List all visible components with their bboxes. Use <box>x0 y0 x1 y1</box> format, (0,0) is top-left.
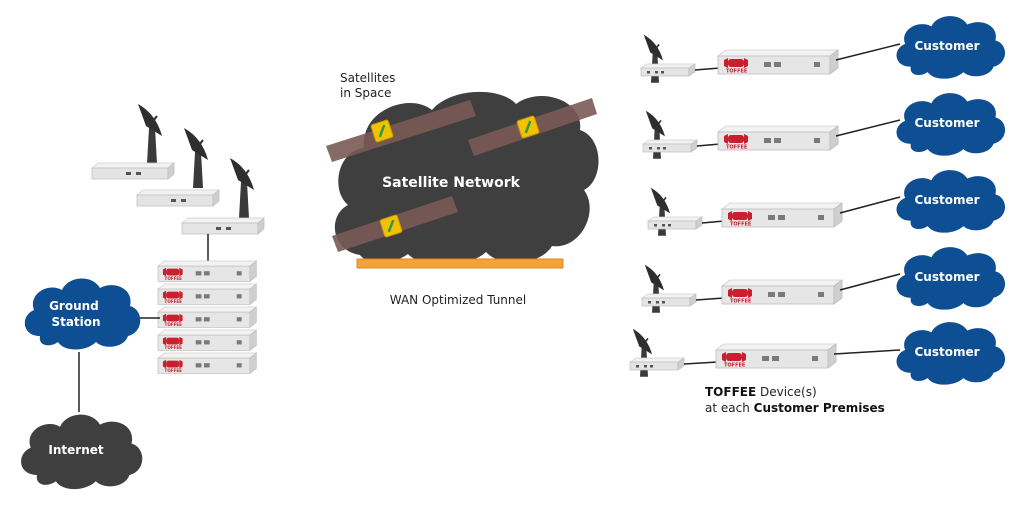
satellite-network-label: Satellite Network <box>382 175 521 191</box>
satellites-label-line2: in Space <box>340 86 391 100</box>
ground-station-cloud: Ground Station <box>24 278 141 350</box>
toffee-device-icon <box>157 352 257 374</box>
toffee-device-icon <box>157 329 257 351</box>
customer-label: Customer <box>914 39 979 53</box>
wan-tunnel-bar <box>356 258 564 269</box>
footer-line2-plain: at each <box>705 401 754 415</box>
toffee-device-icon <box>157 260 257 282</box>
internet-cloud: Internet <box>21 414 143 490</box>
customer-row: Customer <box>640 16 1006 84</box>
toffee-device-icon <box>721 279 843 305</box>
footer-line2-bold: Customer Premises <box>754 401 885 415</box>
customer-cloud: Customer <box>896 93 1006 156</box>
customer-row: Customer <box>629 322 1006 385</box>
footer-line1-rest: Device(s) <box>756 385 816 399</box>
toffee-device-icon <box>157 283 257 305</box>
satellite-dish-icon <box>229 157 255 219</box>
toffee-device-stack <box>157 260 257 374</box>
customer-row: Customer <box>647 170 1006 237</box>
customer-label: Customer <box>914 270 979 284</box>
toffee-device-icon <box>721 202 843 228</box>
customer-label: Customer <box>914 345 979 359</box>
customer-cloud: Customer <box>896 247 1006 310</box>
customer-row: Customer <box>642 93 1006 160</box>
customer-label: Customer <box>914 116 979 130</box>
footer-line1: TOFFEE Device(s) <box>705 385 817 399</box>
router-icon <box>640 63 696 77</box>
router-icon <box>136 189 220 207</box>
toffee-device-icon <box>715 343 837 369</box>
satellites-label-line1: Satellites <box>340 71 395 85</box>
svg-text:Ground Station: Ground Station <box>49 299 103 329</box>
customer-cloud: Customer <box>896 16 1006 79</box>
wan-label: WAN Optimized Tunnel <box>390 293 527 307</box>
router-icon <box>641 293 697 307</box>
router-icon <box>629 357 685 371</box>
ground-station-label-line2: Station <box>51 315 100 329</box>
ground-station-label-line1: Ground <box>49 299 99 313</box>
satellites-label: Satellites in Space <box>340 71 399 100</box>
customer-cloud: Customer <box>896 170 1006 233</box>
footer-line2: at each Customer Premises <box>705 401 885 415</box>
customer-label: Customer <box>914 193 979 207</box>
footer-line1-bold: TOFFEE <box>705 385 756 399</box>
satellite-dish-icon <box>183 127 209 189</box>
router-icon <box>181 217 265 235</box>
satellite-dish-icon <box>137 103 163 165</box>
internet-label: Internet <box>48 443 103 457</box>
router-icon <box>642 139 698 153</box>
customer-cloud: Customer <box>896 322 1006 385</box>
toffee-device-icon <box>717 125 839 151</box>
toffee-device-icon <box>157 306 257 328</box>
toffee-device-icon <box>717 49 839 75</box>
customer-row: Customer <box>641 247 1006 314</box>
router-icon <box>647 216 703 230</box>
router-icon <box>91 162 175 180</box>
